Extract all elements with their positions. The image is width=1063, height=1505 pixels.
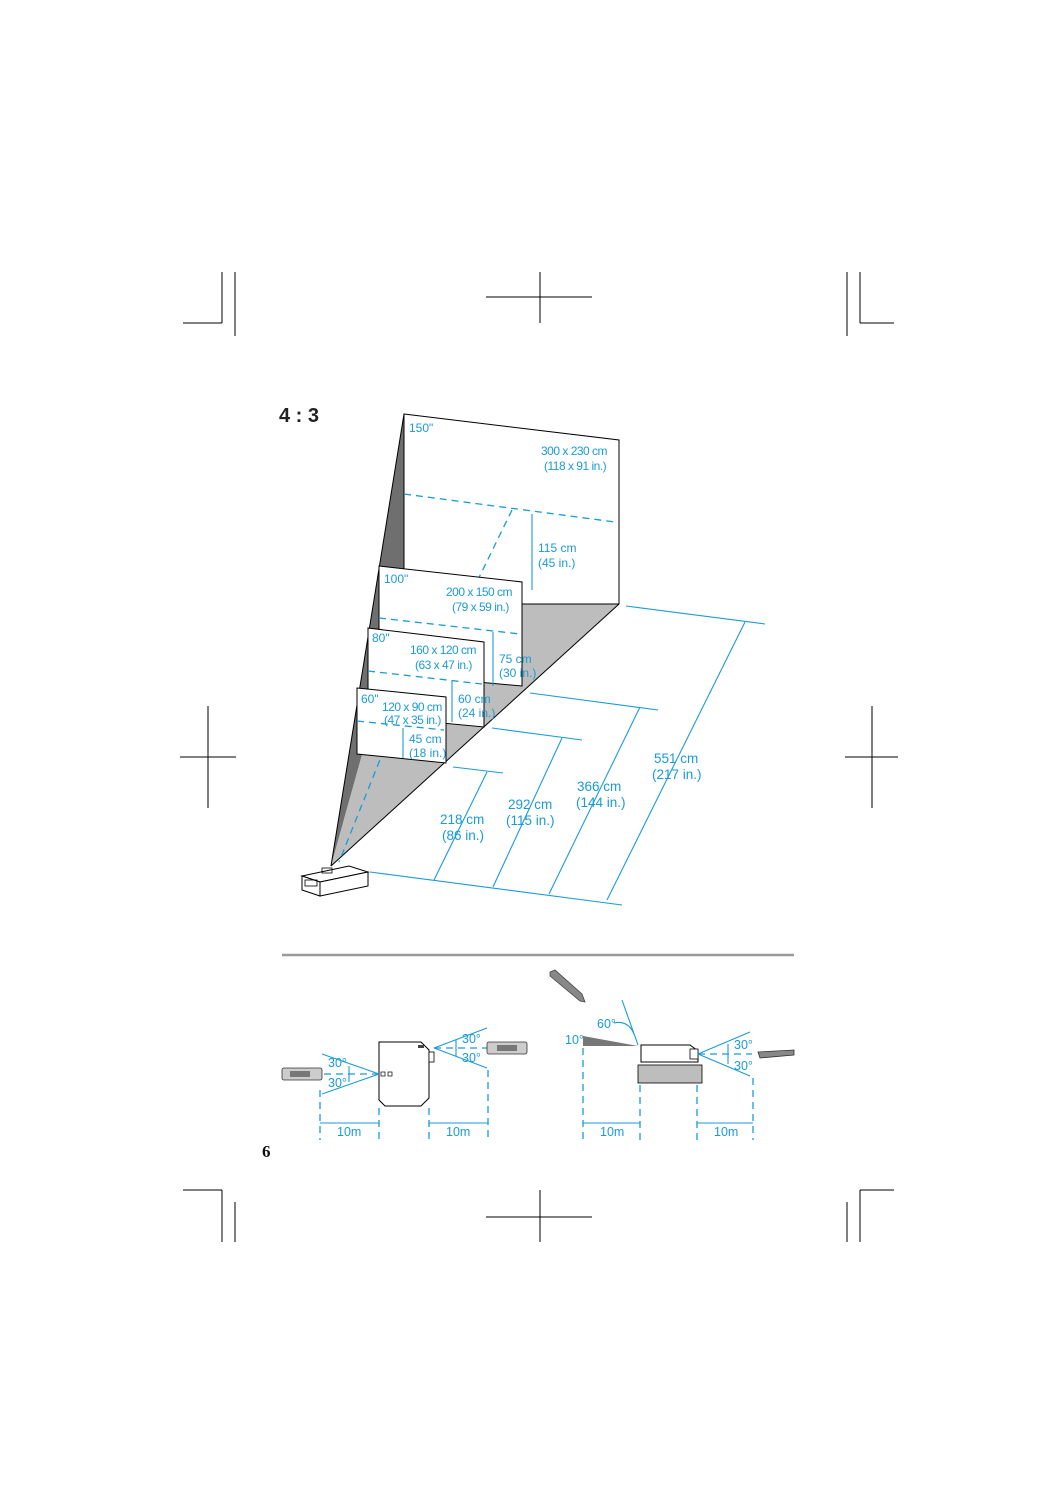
screen-80-diagonal: 80" xyxy=(372,631,390,645)
remote-control-icon xyxy=(281,1067,323,1081)
top-left-angle-lower: 30° xyxy=(328,1076,347,1090)
screen-150-size-in: (118 x 91 in.) xyxy=(544,459,607,473)
screen-150-diagonal: 150" xyxy=(409,421,433,435)
distance-292-cm: 292 cm xyxy=(508,797,552,812)
distance-218: 218 cm (86 in.) xyxy=(440,812,484,843)
top-right-range: 10m xyxy=(446,1125,470,1139)
distance-292: 292 cm (115 in.) xyxy=(506,797,555,828)
screen-100-offset-in: (30 in.) xyxy=(499,666,536,680)
screen-60-diagonal: 60" xyxy=(361,692,379,706)
side-left-range: 10m xyxy=(600,1125,624,1139)
page-number: 6 xyxy=(262,1142,271,1161)
side-angle-10: 10° xyxy=(565,1033,584,1047)
side-right-range: 10m xyxy=(714,1125,738,1139)
distance-dimensions: 551 cm (217 in.) 366 cm (144 in.) 292 cm… xyxy=(369,605,766,906)
top-view-diagram: 30° 30° 30° 30° 10m xyxy=(281,1027,528,1140)
distance-218-in: (86 in.) xyxy=(442,828,484,843)
side-right-angle-lower: 30° xyxy=(734,1059,753,1073)
screen-60-size-in: (47 x 35 in.) xyxy=(384,713,441,727)
distance-292-in: (115 in.) xyxy=(506,813,555,828)
distance-218-cm: 218 cm xyxy=(440,812,484,827)
top-right-angle-upper: 30° xyxy=(462,1032,481,1046)
distance-551-in: (217 in.) xyxy=(652,767,702,782)
remote-control-side-icon xyxy=(757,1049,795,1059)
screen-60-offset-cm: 45 cm xyxy=(409,732,442,746)
screen-150-offset-cm: 115 cm xyxy=(538,541,576,555)
crop-marks xyxy=(180,272,898,1242)
side-angle-60: 60° xyxy=(597,1017,616,1031)
side-view-diagram: 60° 10° 30° 30° 10m 10m xyxy=(565,999,795,1140)
top-right-angle-lower: 30° xyxy=(462,1051,481,1065)
screen-60-offset-in: (18 in.) xyxy=(409,746,446,760)
aspect-ratio-title: 4 : 3 xyxy=(279,405,320,427)
projector-icon xyxy=(300,865,370,897)
screen-150: 150" 300 x 230 cm (118 x 91 in.) 115 cm … xyxy=(403,413,620,605)
screen-100-size-in: (79 x 59 in.) xyxy=(452,600,509,614)
screen-80-offset-cm: 60 cm xyxy=(458,692,491,706)
screen-100-offset-cm: 75 cm xyxy=(499,652,532,666)
screen-60-size-cm: 120 x 90 cm xyxy=(382,700,442,714)
remote-control-icon xyxy=(486,1041,528,1055)
distance-366-cm: 366 cm xyxy=(577,779,621,794)
screen-80-size-in: (63 x 47 in.) xyxy=(415,658,472,672)
top-left-angle-upper: 30° xyxy=(328,1056,347,1070)
side-right-angle-upper: 30° xyxy=(734,1038,753,1052)
screen-100-size-cm: 200 x 150 cm xyxy=(446,585,513,599)
distance-366-in: (144 in.) xyxy=(576,795,626,810)
distance-366: 366 cm (144 in.) xyxy=(576,779,626,810)
screen-60: 60" 120 x 90 cm (47 x 35 in.) 45 cm (18 … xyxy=(356,687,447,764)
distance-551: 551 cm (217 in.) xyxy=(652,751,702,782)
top-left-range: 10m xyxy=(337,1125,361,1139)
distance-551-cm: 551 cm xyxy=(654,751,698,766)
screen-150-offset-in: (45 in.) xyxy=(538,556,575,570)
remote-pointer-icon xyxy=(549,969,586,1003)
screen-80-size-cm: 160 x 120 cm xyxy=(410,643,477,657)
screen-80-offset-in: (24 in.) xyxy=(458,706,495,720)
screen-100-diagonal: 100" xyxy=(384,572,408,586)
screen-150-size-cm: 300 x 230 cm xyxy=(541,444,608,458)
